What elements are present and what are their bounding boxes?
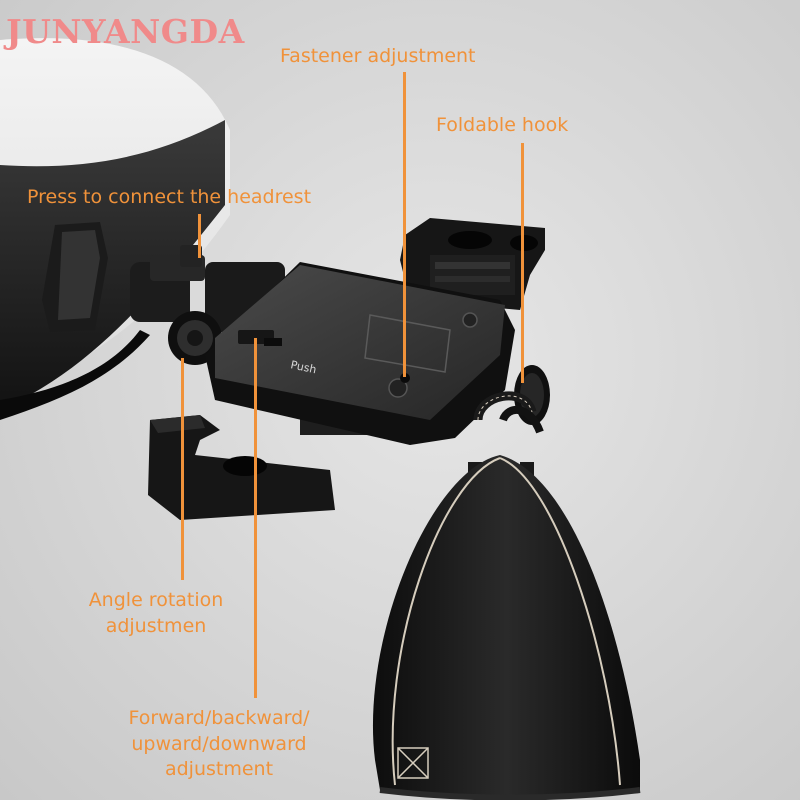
callout-angle-line1: Angle rotation: [88, 589, 224, 611]
callout-forward-line2: upward/downward: [131, 732, 307, 755]
callout-forward-line3: adjustment: [164, 758, 274, 781]
leader-press: [198, 214, 201, 258]
leader-hook: [521, 143, 524, 383]
brand-logo: JUNYANGDA: [6, 12, 245, 51]
callout-angle: Angle rotation adjustmen: [76, 588, 236, 639]
leader-fastener: [403, 72, 406, 377]
callout-forward: Forward/backward/ upward/downward adjust…: [104, 706, 334, 783]
leader-angle: [181, 358, 184, 580]
swivel-mount: [130, 245, 285, 365]
main-plate: [205, 262, 515, 445]
callout-press: Press to connect the headrest: [27, 186, 312, 208]
callout-angle-line2: adjustmen: [105, 614, 207, 637]
handbag: [372, 391, 641, 800]
callout-fastener: Fastener adjustment: [280, 45, 476, 67]
push-label: Push: [289, 358, 317, 376]
upper-arm: [400, 218, 545, 310]
headrest: [0, 38, 230, 420]
callout-hook: Foldable hook: [436, 114, 569, 136]
leader-forward: [254, 338, 257, 698]
callout-forward-line1: Forward/backward/: [128, 707, 310, 729]
